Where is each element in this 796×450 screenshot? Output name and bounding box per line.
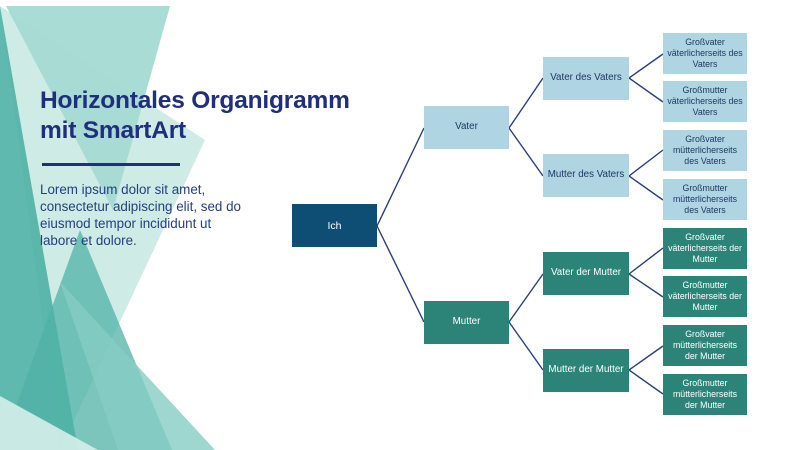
org-node-label: Mutter der Mutter — [548, 364, 624, 376]
org-node-mutter[interactable]: Mutter — [424, 301, 509, 344]
connector-mdm-gm — [628, 369, 664, 395]
org-node-grossmutter-vaeterlicherseits-des-vaters[interactable]: Großmutter väterlicherseits des Vaters — [663, 81, 747, 122]
org-node-vater-des-vaters[interactable]: Vater des Vaters — [543, 57, 629, 100]
org-node-grossmutter-muetterlicherseits-der-mutter[interactable]: Großmutter mütterlicherseits der Mutter — [663, 374, 747, 415]
org-node-label: Ich — [327, 219, 342, 232]
slide-title[interactable]: Horizontales Organigramm mit SmartArt — [40, 87, 350, 144]
org-node-label: Großvater väterlicherseits des Vaters — [667, 37, 743, 69]
org-node-root[interactable]: Ich — [292, 204, 377, 247]
org-node-mutter-der-mutter[interactable]: Mutter der Mutter — [543, 349, 629, 392]
org-node-grossvater-muetterlicherseits-der-mutter[interactable]: Großvater mütterlicherseits der Mutter — [663, 325, 747, 366]
org-node-label: Vater des Vaters — [550, 72, 622, 84]
connector-vdv-gm — [628, 77, 664, 103]
connector-vater-mdv — [508, 127, 544, 177]
org-node-label: Großmutter mütterlicherseits des Vaters — [672, 183, 738, 215]
connector-ich-vater — [376, 127, 425, 227]
org-node-vater[interactable]: Vater — [424, 106, 509, 149]
org-node-grossvater-vaeterlicherseits-der-mutter[interactable]: Großvater väterlicherseits der Mutter — [663, 228, 747, 269]
org-node-label: Großmutter väterlicherseits des Vaters — [667, 85, 743, 117]
title-divider — [42, 163, 180, 166]
connector-vdv-gv — [628, 53, 664, 79]
slide-body-text[interactable]: Lorem ipsum dolor sit amet, consectetur … — [40, 182, 241, 249]
org-node-label: Vater der Mutter — [550, 267, 622, 279]
org-node-mutter-des-vaters[interactable]: Mutter des Vaters — [543, 154, 629, 197]
org-node-label: Großvater mütterlicherseits des Vaters — [672, 134, 738, 166]
connector-mdv-gv — [628, 149, 664, 177]
org-node-label: Großvater mütterlicherseits der Mutter — [672, 329, 738, 361]
connector-mutter-vdm — [508, 273, 544, 323]
connector-vater-vdv — [508, 77, 544, 129]
org-node-label: Mutter — [452, 316, 481, 328]
connector-mutter-mdm — [508, 321, 544, 371]
org-node-grossvater-vaeterlicherseits-des-vaters[interactable]: Großvater väterlicherseits des Vaters — [663, 33, 747, 74]
connector-mdv-gm — [628, 175, 664, 201]
connector-vdm-gm — [628, 273, 664, 298]
org-node-label: Mutter des Vaters — [547, 169, 625, 181]
org-node-grossmutter-vaeterlicherseits-der-mutter[interactable]: Großmutter väterlicherseits der Mutter — [663, 276, 747, 317]
org-node-label: Großmutter väterlicherseits der Mutter — [668, 280, 742, 312]
org-node-label: Großmutter mütterlicherseits der Mutter — [672, 378, 738, 410]
org-node-label: Vater — [455, 121, 478, 133]
org-node-grossvater-muetterlicherseits-des-vaters[interactable]: Großvater mütterlicherseits des Vaters — [663, 130, 747, 171]
connector-ich-mutter — [376, 225, 425, 323]
org-node-vater-der-mutter[interactable]: Vater der Mutter — [543, 252, 629, 295]
connector-mdm-gv — [628, 345, 664, 371]
org-node-label: Großvater väterlicherseits der Mutter — [668, 232, 742, 264]
org-node-grossmutter-muetterlicherseits-des-vaters[interactable]: Großmutter mütterlicherseits des Vaters — [663, 179, 747, 220]
connector-vdm-gv — [628, 247, 664, 275]
